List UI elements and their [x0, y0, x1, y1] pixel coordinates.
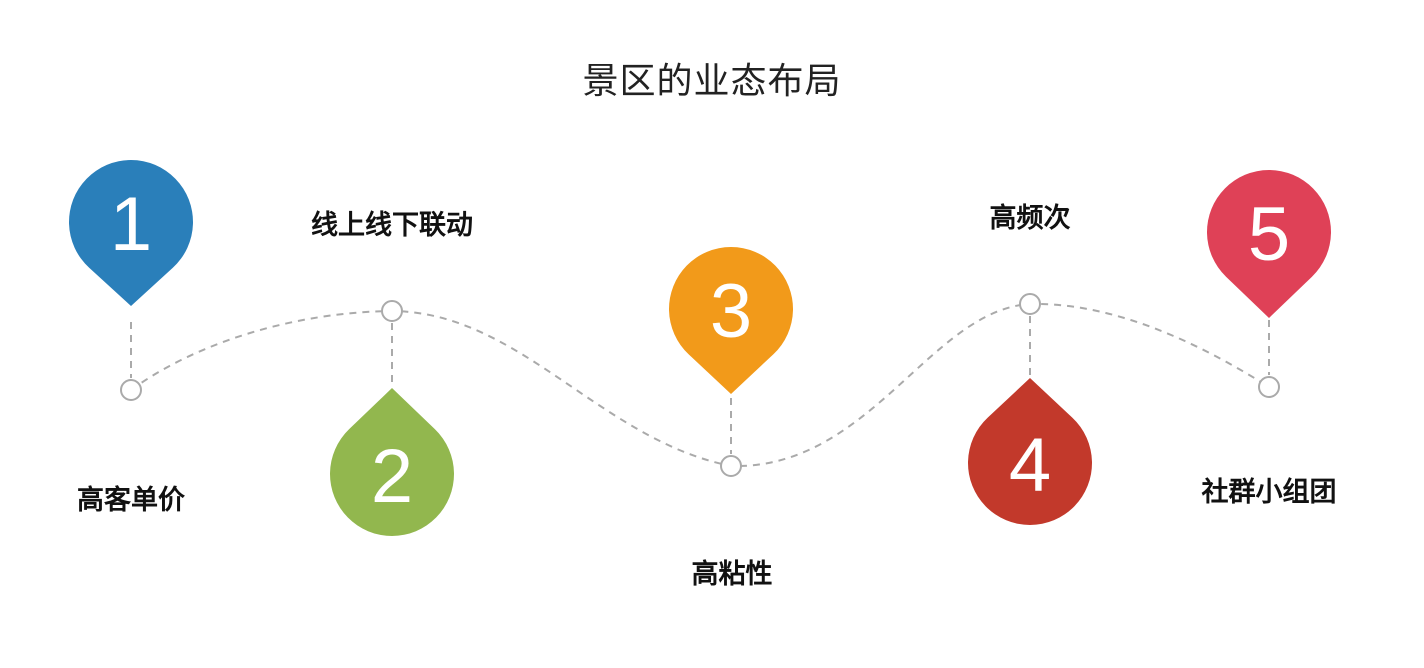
pin-1-marker — [68, 159, 194, 306]
step-1-label: 高客单价 — [77, 485, 185, 516]
pin-4-number: 4 — [1009, 423, 1051, 508]
step-5-label: 社群小组团 — [1201, 477, 1337, 508]
node-1 — [120, 379, 142, 401]
step-3-label: 高粘性 — [691, 559, 773, 590]
pin-4-marker — [968, 378, 1092, 526]
node-4 — [1019, 293, 1041, 315]
diagram-title: 景区的业态布局 — [582, 61, 842, 102]
node-5 — [1258, 376, 1280, 398]
pin-3-number: 3 — [710, 269, 752, 354]
pin-2-number: 2 — [371, 434, 413, 519]
step-4-label: 高频次 — [989, 203, 1071, 234]
step-2-label: 线上线下联动 — [311, 210, 473, 241]
node-2 — [381, 300, 403, 322]
node-3 — [720, 455, 742, 477]
pin-3-marker — [669, 246, 793, 394]
pin-2-marker — [329, 388, 454, 536]
pin-1-number: 1 — [110, 182, 152, 267]
pin-5-marker — [1207, 170, 1331, 318]
pin-5-number: 5 — [1248, 192, 1290, 277]
